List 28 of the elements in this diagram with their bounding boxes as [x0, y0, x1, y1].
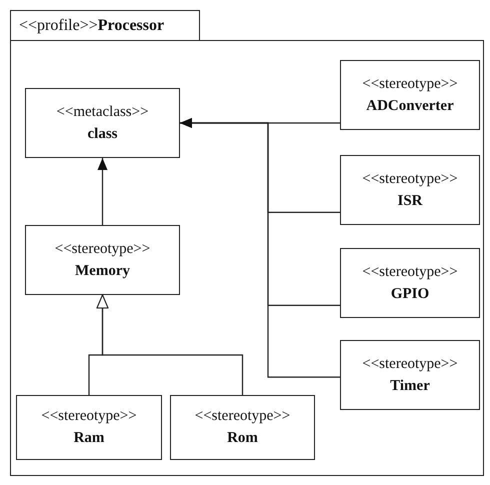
class-box	[340, 60, 480, 130]
class-name: Rom	[227, 430, 258, 447]
arrow	[96, 294, 244, 395]
class-box	[25, 88, 180, 158]
class-name: ISR	[397, 192, 422, 210]
stereotype-label: <<stereotype>>	[194, 408, 290, 425]
class-name: Ram	[74, 430, 104, 447]
stereotype-label: <<stereotype>>	[362, 170, 458, 188]
class-box	[340, 155, 480, 225]
class-name: GPIO	[390, 286, 430, 302]
stereotype-label: <<stereotype>>	[54, 240, 150, 258]
class-box	[16, 395, 162, 460]
class-box	[25, 225, 180, 295]
arrow	[180, 118, 340, 378]
class-box	[340, 248, 480, 318]
class-name: ADConverter	[366, 98, 454, 114]
stereotype-label: <<stereotype>>	[362, 356, 458, 372]
stereotype-label: <<metaclass>>	[56, 104, 149, 120]
class-box	[340, 340, 480, 410]
class-box	[170, 395, 315, 460]
class-name: class	[88, 126, 118, 142]
stereotype-label: <<stereotype>>	[362, 264, 458, 280]
arrow	[98, 158, 108, 225]
stereotype-label: <<stereotype>>	[41, 408, 137, 425]
class-name: Memory	[75, 262, 130, 280]
class-name: Timer	[390, 378, 430, 394]
stereotype-label: <<stereotype>>	[362, 76, 458, 92]
package-name: <<profile>>Processor	[19, 16, 164, 34]
